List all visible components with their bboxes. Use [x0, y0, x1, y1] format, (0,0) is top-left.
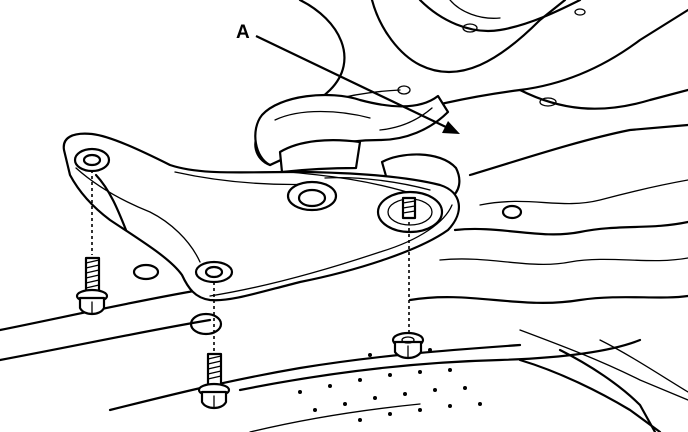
alignment-lines — [91, 170, 410, 352]
engine-mount-a — [254, 93, 461, 200]
body-holes — [132, 204, 523, 336]
callout-label: A — [236, 22, 250, 43]
floor-panel-dots — [298, 348, 482, 422]
flange-nut — [391, 331, 425, 360]
flange-bolt-front — [75, 256, 109, 316]
callout-arrow — [255, 35, 460, 134]
mount-stud — [401, 196, 417, 220]
flange-bolt-lower — [197, 352, 231, 410]
